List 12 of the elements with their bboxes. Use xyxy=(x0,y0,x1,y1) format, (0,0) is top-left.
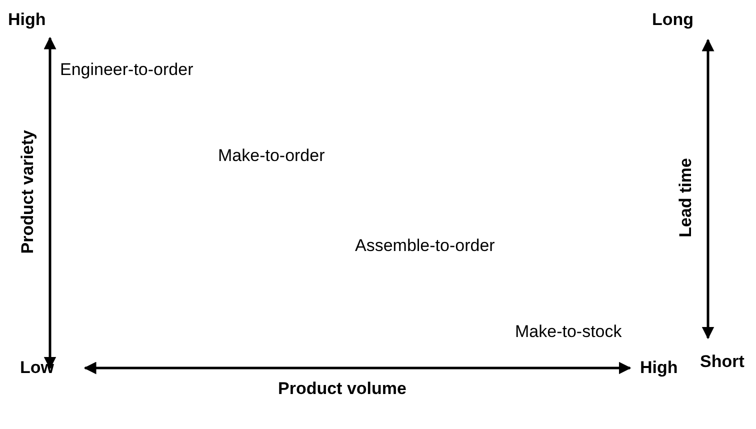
strategy-label: Assemble-to-order xyxy=(355,236,495,256)
strategy-label: Make-to-order xyxy=(218,146,325,166)
axis-title: Lead time xyxy=(676,158,696,238)
axis-end-label: High xyxy=(8,10,46,30)
axis-title: Product volume xyxy=(278,379,406,399)
strategy-label: Engineer-to-order xyxy=(60,60,194,80)
strategy-label: Make-to-stock xyxy=(515,322,622,342)
axis-title: Product variety xyxy=(18,130,38,254)
axis-end-label: High xyxy=(640,358,678,378)
axis-end-label: Short xyxy=(700,352,744,372)
axis-end-label: Low xyxy=(20,358,54,378)
axis-end-label: Long xyxy=(652,10,694,30)
